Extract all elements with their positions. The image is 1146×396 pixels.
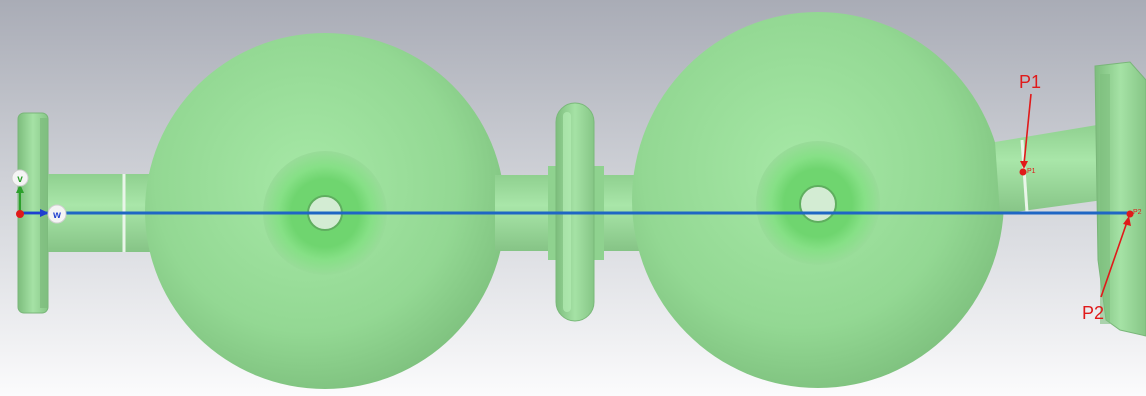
v-axis-label: v (17, 174, 23, 185)
p2-marker[interactable] (1126, 210, 1134, 218)
left-cavity-cell (145, 33, 505, 389)
p1-callout-label: P1 (1019, 72, 1041, 92)
p2-callout-label: P2 (1082, 303, 1104, 323)
coordinate-triad: v w (11, 169, 67, 224)
right-iris-hole (799, 185, 837, 223)
right-flange (1094, 61, 1146, 337)
p1-marker[interactable] (1019, 168, 1027, 176)
right-cavity-cell (632, 12, 1004, 388)
p2-marker-label: P2 (1133, 209, 1142, 216)
p2-callout-arrow (1100, 221, 1128, 298)
p1-callout-arrow (1023, 93, 1032, 165)
point-p2[interactable]: P2 P2 (1082, 209, 1142, 323)
w-axis-label: w (52, 210, 61, 221)
origin-dot (16, 210, 24, 218)
p1-marker-label: P1 (1027, 168, 1036, 175)
right-beam-pipe (995, 124, 1103, 214)
point-p1[interactable]: P1 P1 (1019, 72, 1041, 176)
